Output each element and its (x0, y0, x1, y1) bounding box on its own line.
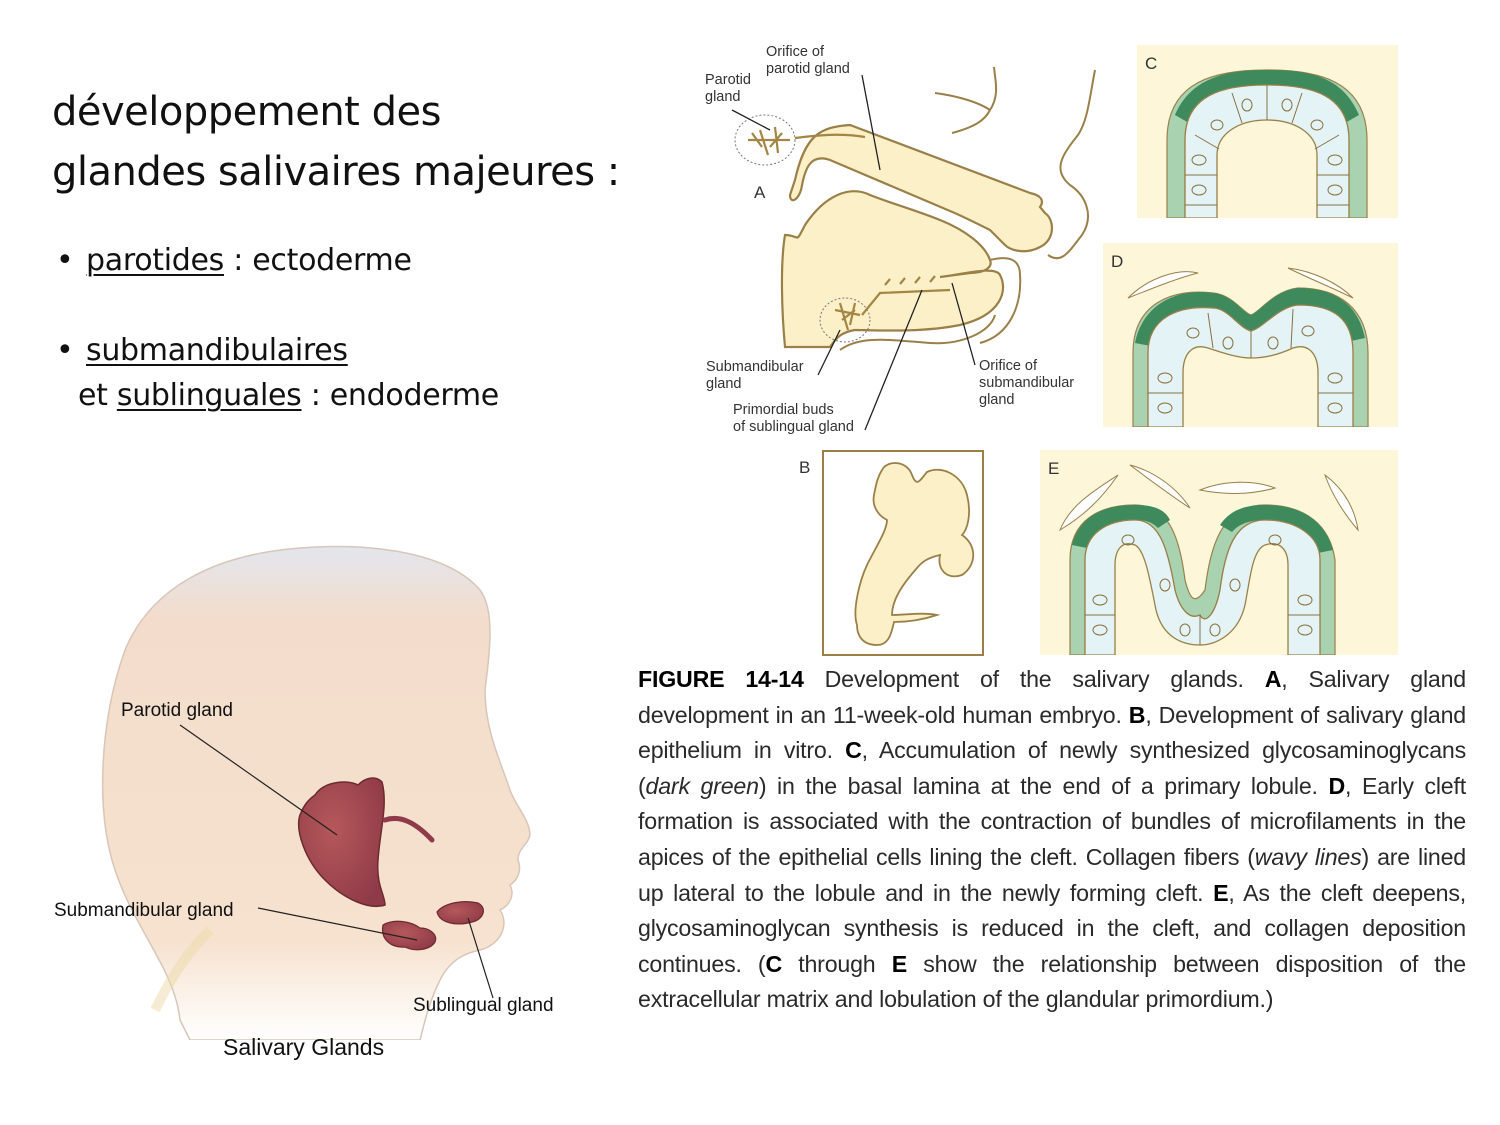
bullet-symbol: • (56, 333, 74, 368)
panel-e-deepened-cleft: E (1040, 450, 1398, 655)
slide-title: développement des glandes salivaires maj… (52, 82, 620, 202)
panel-e-letter: E (1048, 459, 1059, 478)
term-sublinguales: sublinguales (116, 378, 302, 413)
origin-ectoderme: : ectoderme (223, 243, 412, 278)
panel-c-letter: C (1145, 54, 1157, 73)
label-parotid-gland-head: Parotid gland (121, 700, 233, 721)
figure-caption: FIGURE 14-14 Development of the salivary… (638, 666, 1467, 1013)
label-orifice-parotid: Orifice of parotid gland (766, 44, 850, 77)
panel-b-letter: B (799, 458, 811, 477)
label-submandibular-gland-head: Submandibular gland (54, 900, 234, 921)
panel-a-embryo-diagram (731, 66, 1096, 431)
bullet-parotides: • parotides : ectoderme (56, 243, 412, 278)
label-sublingual-gland-head: Sublingual gland (413, 995, 554, 1016)
label-primordial-buds: Primordial buds of sublingual gland (733, 402, 854, 435)
head-illustration-title: Salivary Glands (223, 1034, 385, 1060)
term-submandibulaires: submandibulaires (86, 333, 348, 368)
prefix-et: et (78, 378, 117, 413)
head-salivary-glands-illustration (101, 545, 531, 1040)
panel-d-letter: D (1111, 252, 1123, 271)
panel-a-letter: A (754, 183, 766, 202)
bullet-symbol: • (56, 243, 74, 278)
origin-endoderme: : endoderme (301, 378, 500, 413)
panel-d-cleft: D (1103, 243, 1398, 427)
figure-id: FIGURE 14-14 (638, 666, 804, 692)
label-submandibular-gland: Submandibular gland (706, 359, 804, 392)
title-line-2: glandes salivaires majeures : (52, 149, 620, 195)
panel-b-in-vitro-epithelium (822, 450, 984, 656)
term-parotides: parotides (86, 243, 224, 278)
panel-c-lobule: C (1137, 45, 1398, 218)
bullet-sublinguales: et sublinguales : endoderme (78, 378, 499, 413)
bullet-submandibulaires: • submandibulaires (56, 333, 348, 368)
label-orifice-submandibular: Orifice of submandibular gland (979, 358, 1075, 408)
label-parotid-gland: Parotid gland (705, 72, 751, 105)
title-line-1: développement des (52, 89, 441, 135)
